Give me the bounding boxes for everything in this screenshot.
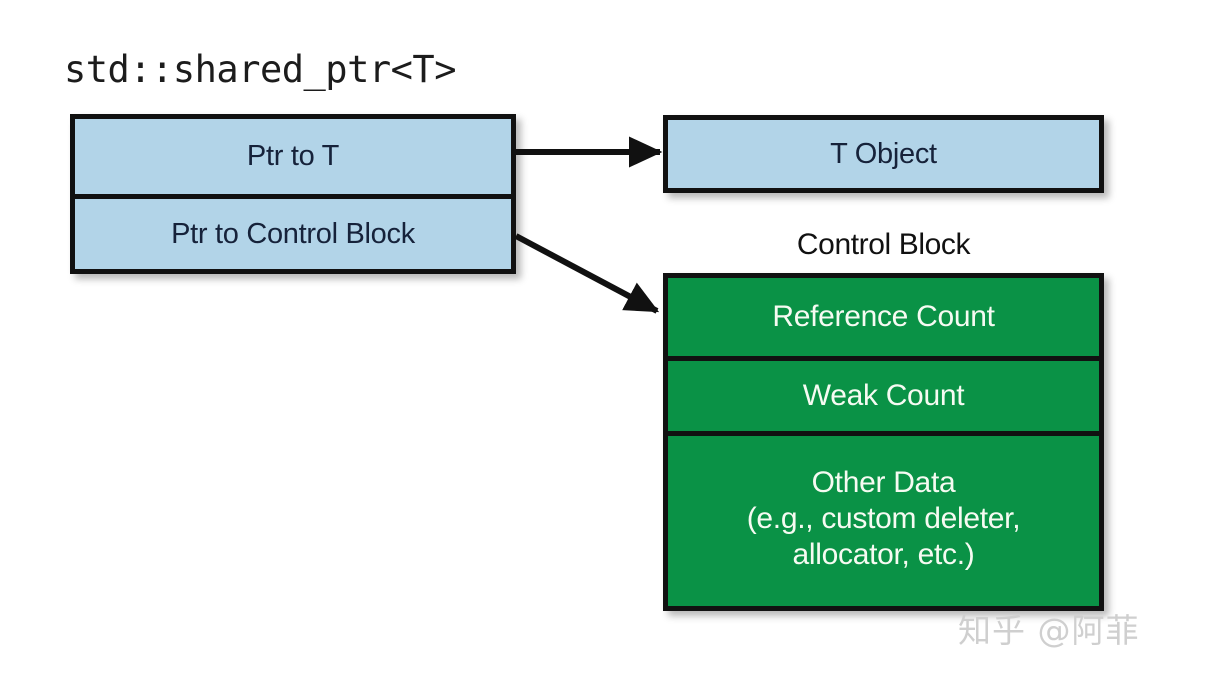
- other-data-line-3: allocator, etc.): [792, 537, 975, 571]
- cell-t-object: T Object: [668, 120, 1099, 188]
- t-object-box: T Object: [663, 115, 1104, 193]
- ptr-to-control-block-arrow: [514, 233, 660, 314]
- cell-reference-count: Reference Count: [668, 278, 1099, 356]
- other-data-line-1: Other Data: [811, 465, 956, 499]
- control-block-caption: Control Block: [796, 228, 971, 261]
- cell-ptr-to-control-block: Ptr to Control Block: [75, 194, 511, 269]
- other-data-line-2: (e.g., custom deleter,: [746, 501, 1021, 535]
- control-block-box: Reference Count Weak Count Other Data (e…: [663, 273, 1104, 611]
- cell-other-data: Other Data (e.g., custom deleter, alloca…: [668, 431, 1099, 601]
- cell-weak-count: Weak Count: [668, 356, 1099, 431]
- watermark: 知乎 @阿菲: [958, 611, 1140, 650]
- cell-ptr-to-t: Ptr to T: [75, 119, 511, 194]
- shared-ptr-box: Ptr to T Ptr to Control Block: [70, 114, 516, 274]
- page-title: std::shared_ptr<T>: [64, 48, 456, 91]
